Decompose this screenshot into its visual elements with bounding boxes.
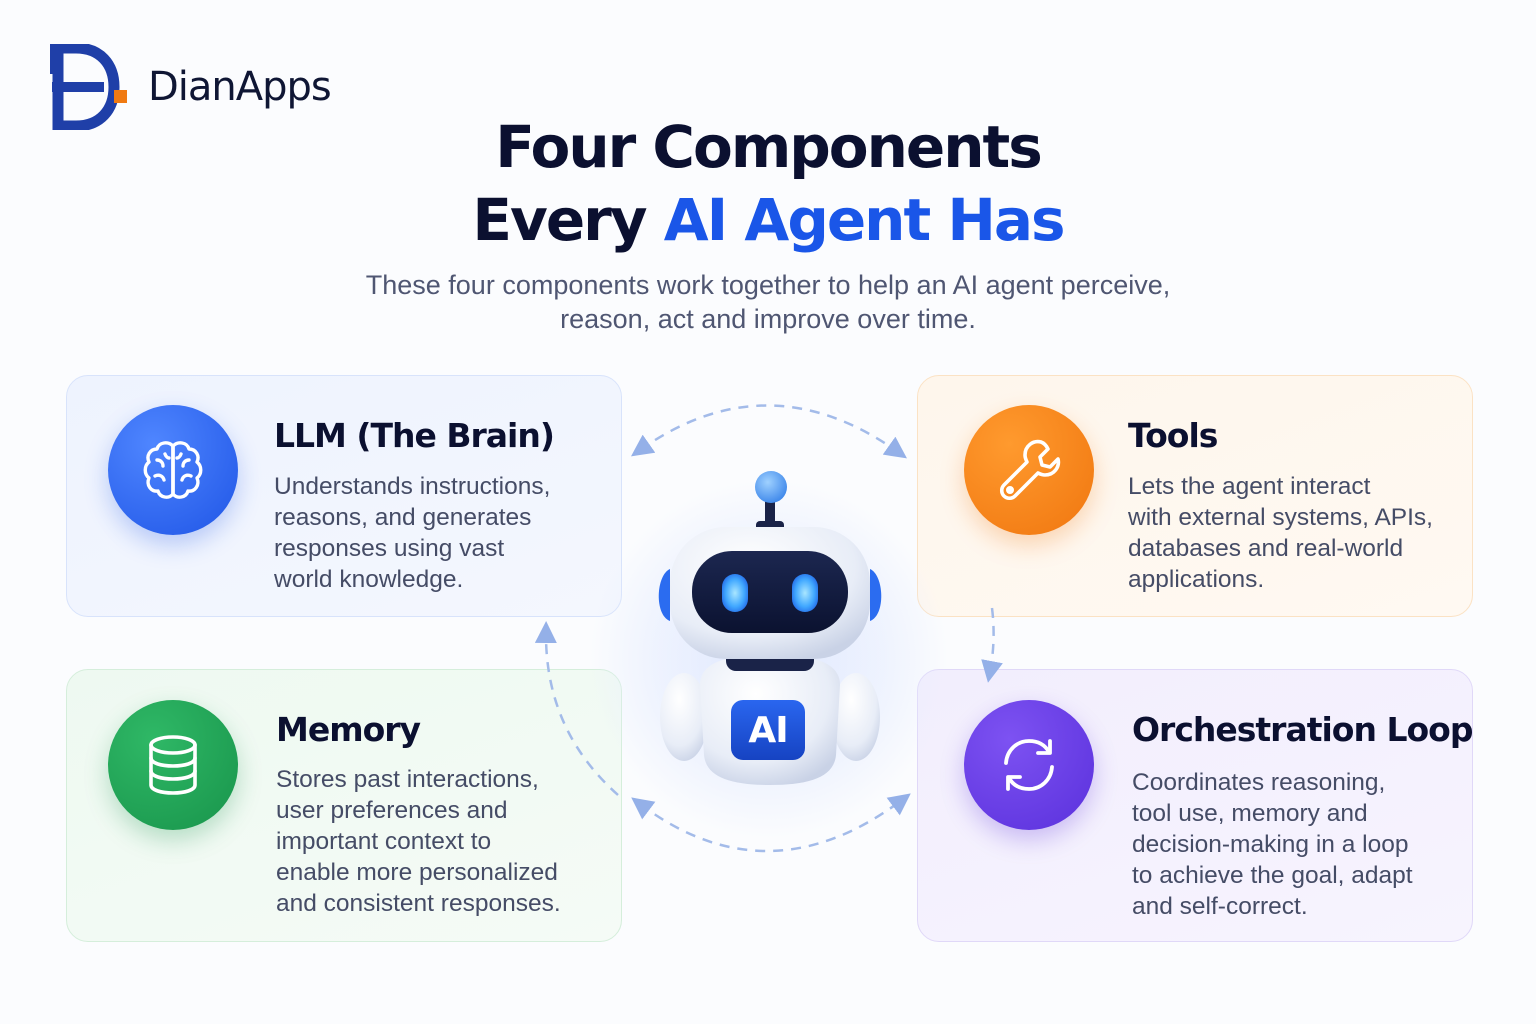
database-icon: [149, 735, 197, 795]
robot-icon: [658, 471, 882, 785]
card-memory[interactable]: Memory Stores past interactions, user pr…: [66, 669, 622, 942]
memory-title: Memory: [276, 710, 421, 749]
tools-description-line: databases and real-world: [1128, 535, 1404, 562]
tools-description-line: Lets the agent interact: [1128, 473, 1371, 500]
tools-description-line: applications.: [1128, 566, 1265, 593]
memory-description-line: important context to: [276, 828, 492, 855]
orchestration-title: Orchestration Loop: [1132, 710, 1473, 749]
tools-title: Tools: [1128, 416, 1218, 455]
memory-description: Stores past interactions, user preferenc…: [276, 764, 561, 919]
title-prefix: Every: [472, 186, 664, 254]
memory-description-line: user preferences and: [276, 797, 508, 824]
llm-description-line: world knowledge.: [274, 566, 464, 593]
brain-icon: [143, 441, 203, 499]
card-orchestration-loop[interactable]: Orchestration Loop Coordinates reasoning…: [917, 669, 1473, 942]
llm-description-line: responses using vast: [274, 535, 505, 562]
dianapps-logo-icon: [50, 44, 127, 130]
orchestration-description-line: tool use, memory and: [1132, 800, 1368, 827]
card-llm[interactable]: LLM (The Brain) Understands instructions…: [66, 375, 622, 617]
memory-description-line: enable more personalized: [276, 859, 558, 886]
title-accent: AI Agent Has: [663, 186, 1066, 254]
left-arrow: [534, 621, 619, 796]
right-arrow: [981, 607, 1003, 683]
llm-description-line: reasons, and generates: [274, 504, 532, 531]
brand-logo[interactable]: DianApps: [50, 44, 332, 130]
llm-description: Understands instructions, reasons, and g…: [274, 471, 550, 595]
orchestration-icon-badge: [964, 700, 1094, 830]
page-title-line2: Every AI Agent Has: [0, 183, 1536, 257]
llm-icon-badge: [108, 405, 238, 535]
orchestration-description-line: Coordinates reasoning,: [1132, 769, 1386, 796]
brand-name: DianApps: [148, 64, 332, 110]
orchestration-description-line: decision-making in a loop: [1132, 831, 1409, 858]
llm-description-line: Understands instructions,: [274, 473, 551, 500]
orchestration-description-line: and self-correct.: [1132, 893, 1308, 920]
memory-description-line: Stores past interactions,: [276, 766, 539, 793]
llm-title: LLM (The Brain): [274, 416, 555, 455]
tools-icon-badge: [964, 405, 1094, 535]
wrench-icon: [999, 439, 1061, 501]
tools-description-line: with external systems, APIs,: [1128, 504, 1433, 531]
page-title-line1: Four Components: [495, 113, 1043, 181]
subtitle-line2: reason, act and improve over time.: [560, 304, 976, 334]
memory-description-line: and consistent responses.: [276, 890, 561, 917]
ai-badge: AI: [748, 709, 788, 751]
card-tools[interactable]: Tools Lets the agent interact with exter…: [917, 375, 1473, 617]
orchestration-description: Coordinates reasoning, tool use, memory …: [1132, 767, 1413, 922]
memory-icon-badge: [108, 700, 238, 830]
subtitle-line1: These four components work together to h…: [365, 270, 1171, 300]
top-arrow: [630, 404, 907, 459]
refresh-cycle-icon: [1004, 739, 1054, 791]
orchestration-description-line: to achieve the goal, adapt: [1132, 862, 1413, 889]
tools-description: Lets the agent interact with external sy…: [1128, 471, 1433, 595]
bottom-arrow: [631, 793, 911, 853]
